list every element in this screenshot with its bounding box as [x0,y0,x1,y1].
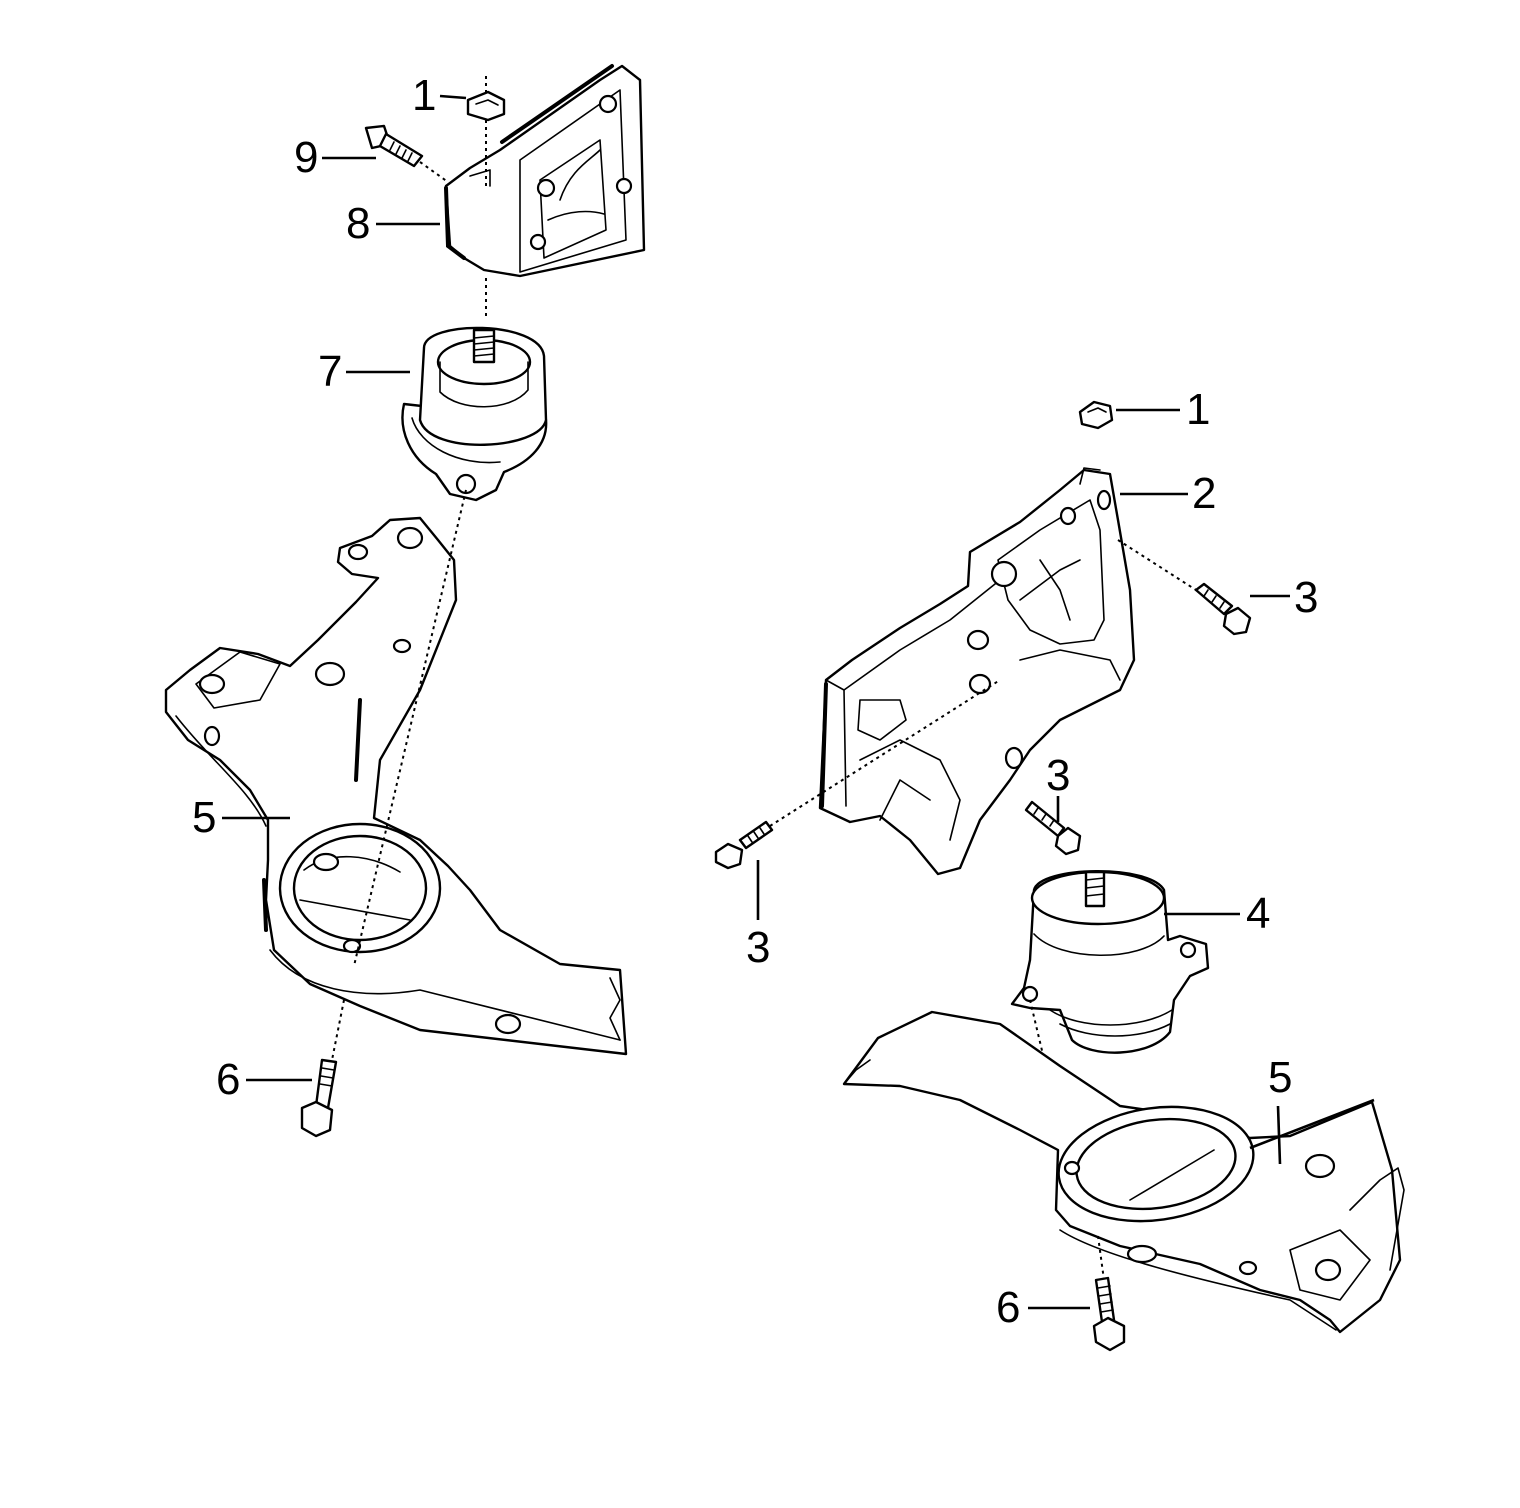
nut-part-1-right [1078,400,1114,430]
callout-6-right: 6 [996,1283,1020,1332]
callout-1-top-left: 1 [412,71,436,120]
bracket-part-2 [818,467,1136,876]
callout-8: 8 [346,199,370,248]
callout-3-middle: 3 [1046,751,1070,800]
callout-4: 4 [1246,889,1270,938]
hydro-mount-part-7 [401,326,548,502]
bolt-part-3-left [714,820,774,870]
callout-2: 2 [1192,469,1216,518]
bolt-part-3-middle [1024,800,1082,856]
bolt-part-6-right [1092,1276,1126,1352]
callout-labels: 1 9 8 7 5 6 1 2 3 3 3 4 5 6 [192,71,1318,1332]
bolt-part-6-left [300,1058,338,1138]
callout-7: 7 [318,347,342,396]
nut-part-1-left [466,90,506,122]
hydro-mount-part-4 [1010,870,1210,1054]
callout-5-left: 5 [192,793,216,842]
axis-line [353,489,467,967]
bolt-part-9 [364,124,424,168]
callout-5-right: 5 [1268,1053,1292,1102]
callout-6-left: 6 [216,1055,240,1104]
callout-1-right: 1 [1186,385,1210,434]
axis-line [331,999,345,1061]
axis-line [419,161,449,183]
axis-line [1117,539,1197,591]
subframe-part-5-right [842,1010,1405,1334]
callout-3-left: 3 [746,923,770,972]
subframe-part-5-left [164,516,628,1056]
axis-line [1097,1235,1105,1281]
bracket-part-8 [444,64,646,278]
callout-9: 9 [294,133,318,182]
bolt-part-3-right [1194,582,1252,636]
callout-3-right: 3 [1294,573,1318,622]
leader-lines [222,94,1375,1310]
